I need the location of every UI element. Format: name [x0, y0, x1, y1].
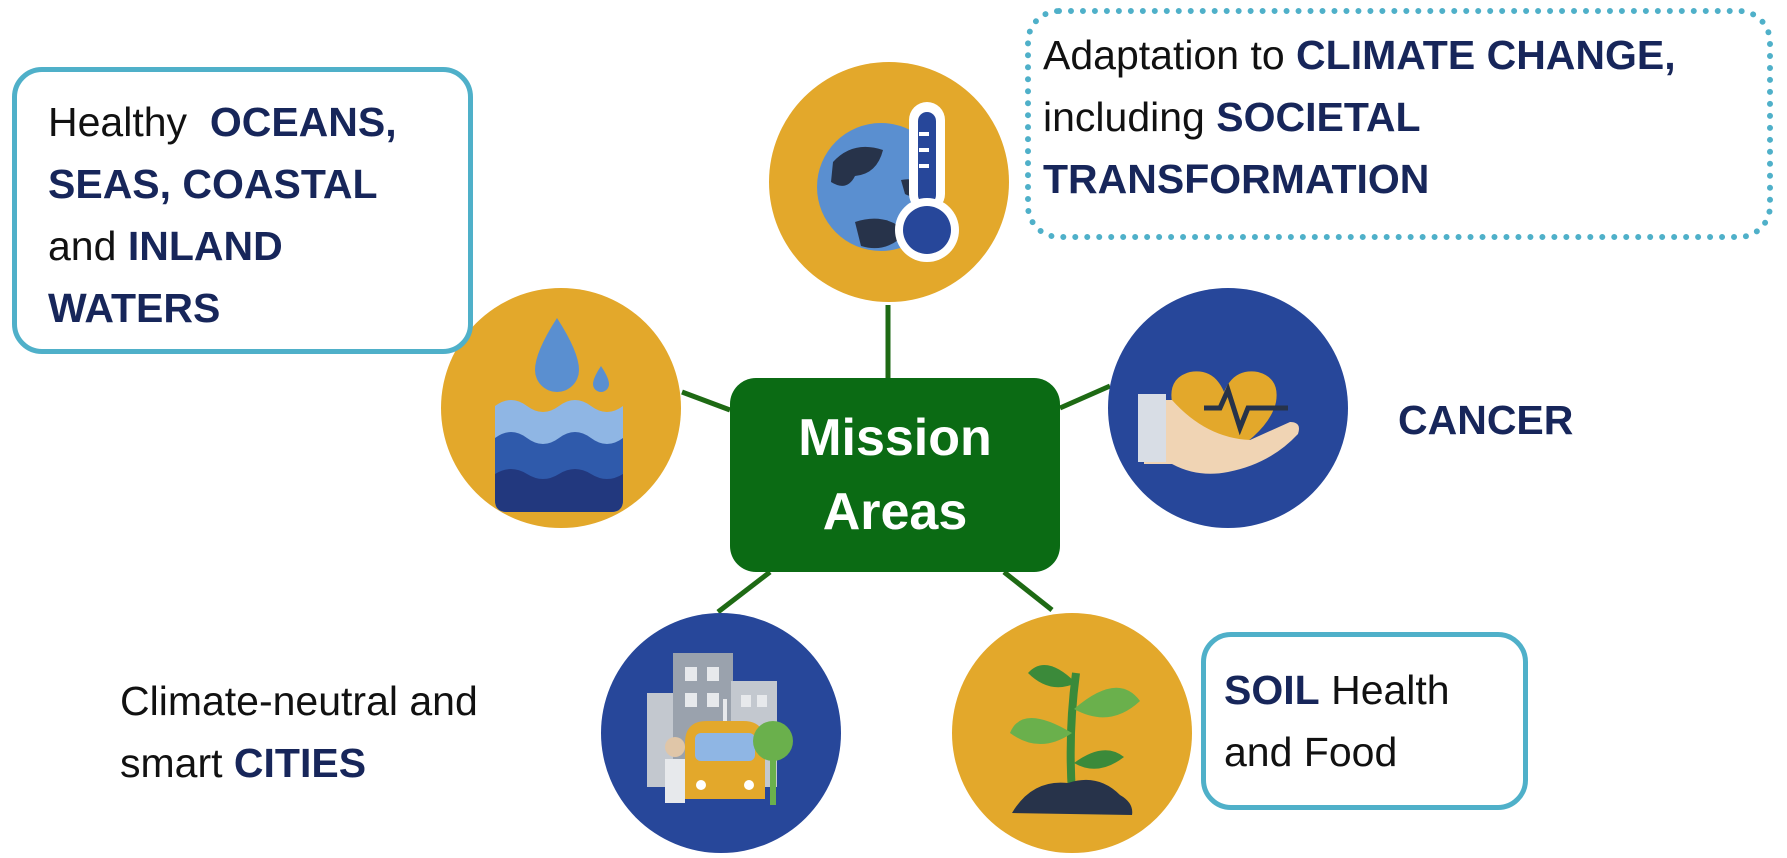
- water-drop-icon: [495, 318, 623, 512]
- oceans-label: Healthy OCEANS, SEAS, COASTAL and INLAND…: [48, 91, 468, 339]
- oceans-keyword-3: INLAND: [127, 223, 283, 269]
- oceans-keyword-2: SEAS, COASTAL: [48, 161, 378, 207]
- soil-plain-1: Health: [1331, 667, 1450, 713]
- soil-label-box: [1201, 632, 1528, 810]
- oceans-plain-2: and: [48, 223, 117, 269]
- soil-keyword: SOIL: [1224, 667, 1320, 713]
- oceans-label-box: [12, 67, 473, 354]
- oceans-keyword-4: WATERS: [48, 285, 221, 331]
- city-tram-icon: [647, 653, 793, 805]
- climate-plain-1: Adaptation to: [1043, 32, 1285, 78]
- mission-areas-box: Mission Areas: [730, 378, 1060, 572]
- cities-circle: [601, 613, 841, 853]
- oceans-plain-1: Healthy: [48, 99, 188, 145]
- soil-label: SOIL Health and Food: [1224, 659, 1524, 783]
- climate-label: Adaptation to CLIMATE CHANGE, including …: [1043, 24, 1763, 210]
- soil-plain-2: and Food: [1224, 729, 1398, 775]
- cities-plain-2: smart: [120, 740, 223, 786]
- climate-keyword-1: CLIMATE CHANGE,: [1296, 32, 1676, 78]
- cities-label: Climate-neutral and smart CITIES: [120, 670, 600, 794]
- cancer-label: CANCER: [1398, 389, 1573, 451]
- cancer-circle: [1108, 288, 1348, 528]
- cities-keyword: CITIES: [233, 740, 367, 786]
- climate-label-box: [1025, 8, 1773, 240]
- globe-thermometer-icon: [817, 102, 959, 262]
- climate-keyword-3: TRANSFORMATION: [1043, 156, 1430, 202]
- climate-keyword-2: SOCIETAL: [1216, 94, 1421, 140]
- hand-heart-icon: [1138, 371, 1299, 474]
- climate-plain-2: including: [1043, 94, 1205, 140]
- center-title-line1: Mission: [798, 409, 992, 467]
- oceans-circle: [441, 288, 681, 528]
- cities-plain-1: Climate-neutral and: [120, 678, 478, 724]
- oceans-keyword-1: OCEANS,: [209, 99, 397, 145]
- center-title-line2: Areas: [822, 483, 968, 541]
- plant-sprout-icon: [1010, 665, 1140, 815]
- climate-circle: [769, 62, 1009, 302]
- soil-circle: [952, 613, 1192, 853]
- cancer-keyword: CANCER: [1398, 397, 1574, 443]
